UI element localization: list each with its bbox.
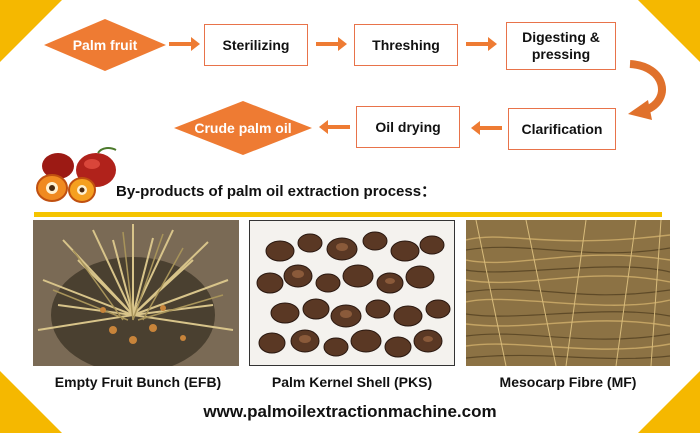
arrow-right-icon bbox=[316, 37, 347, 51]
pks-illustration bbox=[250, 221, 454, 365]
caption-mf: Mesocarp Fibre (MF) bbox=[499, 374, 637, 390]
arrow-right-icon bbox=[466, 37, 497, 51]
node-clarification: Clarification bbox=[508, 108, 616, 150]
node-crude-palm-oil: Crude palm oil bbox=[174, 101, 312, 155]
node-palm-fruit: Palm fruit bbox=[44, 19, 166, 71]
photo-empty-fruit-bunch bbox=[33, 220, 239, 366]
photo-palm-kernel-shell bbox=[249, 220, 455, 366]
arrow-left-icon bbox=[471, 121, 502, 135]
website-url[interactable]: www.palmoilextractionmachine.com bbox=[203, 402, 497, 421]
arrow-right-icon bbox=[169, 37, 200, 51]
corner-decoration-top-right bbox=[638, 0, 700, 62]
diamond-shape bbox=[44, 19, 166, 71]
mf-illustration bbox=[466, 220, 670, 366]
node-palm-fruit-label: Palm fruit bbox=[72, 37, 138, 53]
corner-decoration-top-left bbox=[0, 0, 62, 62]
node-digesting-label-line1: Digesting & bbox=[522, 29, 600, 45]
node-digesting-pressing: Digesting & pressing bbox=[506, 22, 616, 70]
photo-mesocarp-fibre bbox=[466, 220, 670, 366]
node-sterilizing-label: Sterilizing bbox=[222, 36, 290, 53]
node-clarification-label: Clarification bbox=[521, 120, 603, 137]
node-sterilizing: Sterilizing bbox=[204, 24, 308, 66]
palm-fruit-icon bbox=[36, 147, 117, 203]
arrow-left-icon bbox=[319, 120, 350, 134]
node-digesting-label-line2: pressing bbox=[531, 46, 591, 62]
diamond-shape bbox=[174, 101, 312, 155]
node-threshing-label: Threshing bbox=[372, 36, 440, 53]
caption-pks: Palm Kernel Shell (PKS) bbox=[271, 374, 433, 390]
corner-decoration-bottom-right bbox=[638, 371, 700, 433]
curved-arrow-icon bbox=[628, 60, 666, 120]
node-oil-drying-label: Oil drying bbox=[375, 118, 441, 135]
node-threshing: Threshing bbox=[354, 24, 458, 66]
node-oil-drying: Oil drying bbox=[356, 106, 460, 148]
efb-illustration bbox=[33, 220, 239, 366]
byproducts-title: By-products of palm oil extraction proce… bbox=[116, 183, 437, 200]
node-crude-palm-oil-label: Crude palm oil bbox=[194, 120, 292, 136]
corner-decoration-bottom-left bbox=[0, 371, 62, 433]
caption-efb: Empty Fruit Bunch (EFB) bbox=[54, 374, 222, 390]
divider-bar bbox=[34, 212, 662, 217]
